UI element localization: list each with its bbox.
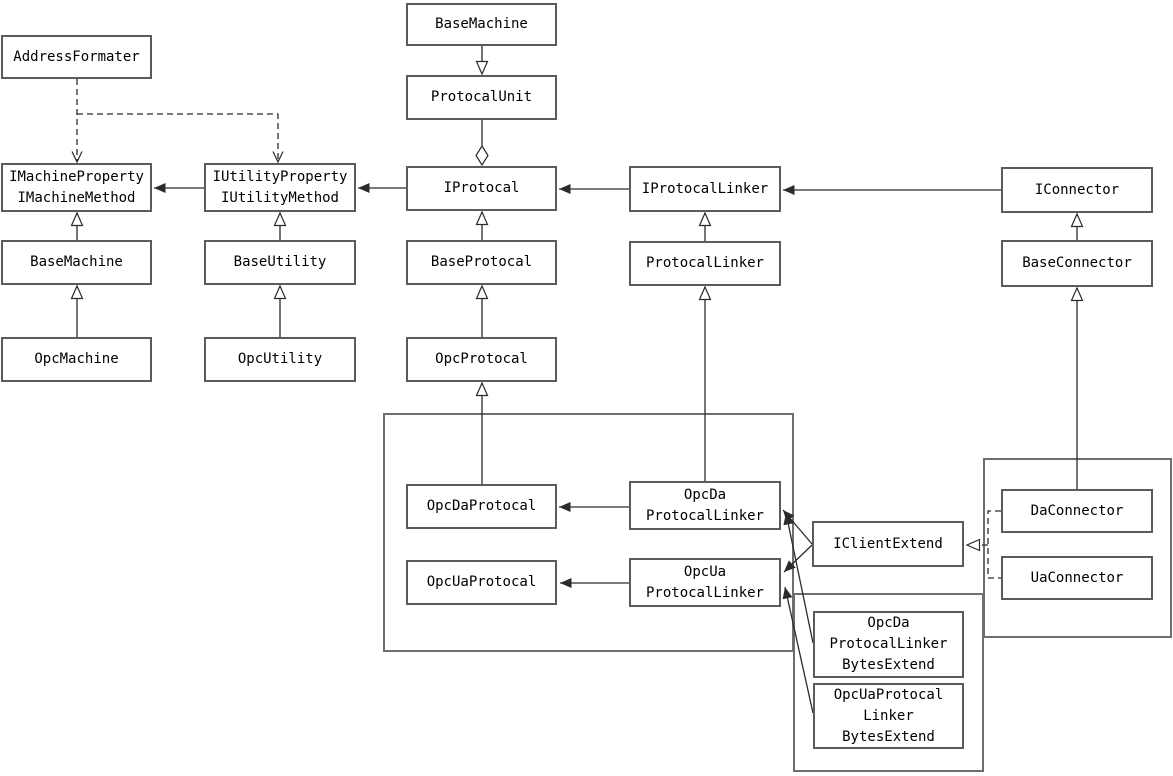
class-box-iprotocallinker: IProtocalLinker — [629, 166, 781, 212]
class-box-protocallinker: ProtocalLinker — [629, 241, 781, 286]
edge-iclientextend-opcualinker — [783, 544, 813, 573]
edge-iclientextend-opcdalinker — [782, 509, 813, 545]
class-box-opcdaprotocal: OpcDaProtocal — [406, 484, 557, 529]
edge-opcdalinkerbytes-opcdalinker — [783, 512, 814, 644]
class-box-opcuaprotocal: OpcUaProtocal — [406, 560, 557, 605]
class-box-opcua-protocallinker: OpcUa ProtocalLinker — [629, 558, 781, 607]
class-box-opcda-protocallinker-bytesextend: OpcDa ProtocalLinker BytesExtend — [813, 611, 964, 678]
class-box-imachineproperty-imachinemethod: IMachineProperty IMachineMethod — [1, 163, 152, 212]
class-box-basemachine-left: BaseMachine — [1, 240, 152, 285]
edge-addressformater-iutility-dashed — [77, 113, 284, 164]
class-box-baseprotocal: BaseProtocal — [406, 240, 557, 285]
class-box-iutilityproperty-iutilitymethod: IUtilityProperty IUtilityMethod — [204, 163, 356, 212]
class-box-iprotocal: IProtocal — [406, 166, 557, 211]
class-box-uaconnector: UaConnector — [1001, 556, 1153, 600]
class-box-protocalunit: ProtocalUnit — [406, 75, 557, 120]
class-box-addressformater: AddressFormater — [1, 35, 152, 79]
class-box-opcutility: OpcUtility — [204, 337, 356, 382]
class-box-iclientextend: IClientExtend — [812, 521, 964, 567]
edge-opcualinkerbytes-opcualinker — [782, 586, 814, 714]
class-box-basemachine-top: BaseMachine — [406, 3, 557, 46]
class-box-opcuaprotocal-linker-bytesextend: OpcUaProtocal Linker BytesExtend — [813, 683, 964, 749]
class-box-iconnector: IConnector — [1001, 167, 1153, 213]
class-box-baseutility: BaseUtility — [204, 240, 356, 285]
bytes-extend-group — [793, 593, 984, 772]
protocal-implementations-group — [383, 413, 794, 652]
class-box-opcda-protocallinker: OpcDa ProtocalLinker — [629, 481, 781, 530]
class-box-daconnector: DaConnector — [1001, 489, 1153, 533]
class-box-opcmachine: OpcMachine — [1, 337, 152, 382]
class-box-baseconnector: BaseConnector — [1001, 240, 1153, 287]
edge-connectors-iclientextend-dashed-path — [987, 510, 1001, 579]
class-box-opcprotocal: OpcProtocal — [406, 337, 557, 382]
